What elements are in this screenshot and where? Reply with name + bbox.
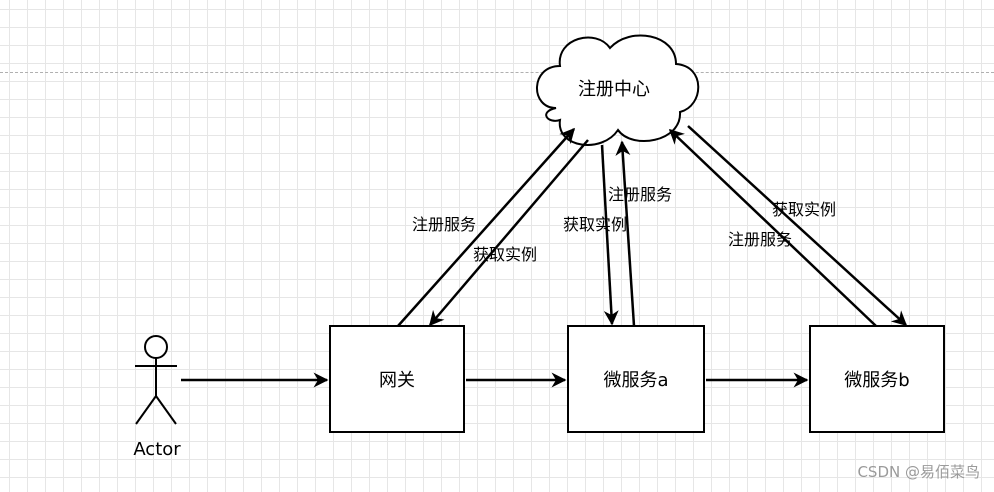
service-a-node[interactable]: 微服务a xyxy=(567,325,705,433)
service-b-box xyxy=(809,325,945,433)
gateway-fetch-label: 获取实例 xyxy=(473,245,537,264)
gateway-label: 网关 xyxy=(379,370,415,391)
service-b-register-label: 注册服务 xyxy=(728,230,792,249)
page-break-line xyxy=(0,72,994,73)
gateway-box xyxy=(329,325,465,433)
service-a-register-arrow xyxy=(615,140,636,327)
service-b-fetch-label: 获取实例 xyxy=(772,200,836,219)
registry-label: 注册中心 xyxy=(578,79,650,100)
gateway-register-label: 注册服务 xyxy=(412,215,476,234)
gateway-node[interactable]: 网关 xyxy=(329,325,465,433)
actor-icon xyxy=(135,335,177,425)
service-a-fetch-arrow xyxy=(600,144,619,326)
service-a-register-label: 注册服务 xyxy=(608,185,672,204)
service-b-fetch-arrow xyxy=(687,125,908,327)
gateway-register-arrow xyxy=(397,127,575,327)
service-a-label: 微服务a xyxy=(603,370,668,391)
watermark: CSDN @易佰菜鸟 xyxy=(857,463,980,481)
service-a-box xyxy=(567,325,705,433)
service-a-fetch-label: 获取实例 xyxy=(563,215,627,234)
actor-label: Actor xyxy=(133,439,181,460)
service-b-label: 微服务b xyxy=(844,370,909,391)
service-b-register-arrow xyxy=(668,128,877,327)
service-b-node[interactable]: 微服务b xyxy=(809,325,945,433)
registry-node[interactable]: 注册中心 xyxy=(536,34,700,146)
actor-node[interactable]: Actor xyxy=(133,335,181,460)
gateway-fetch-arrow xyxy=(429,139,589,327)
